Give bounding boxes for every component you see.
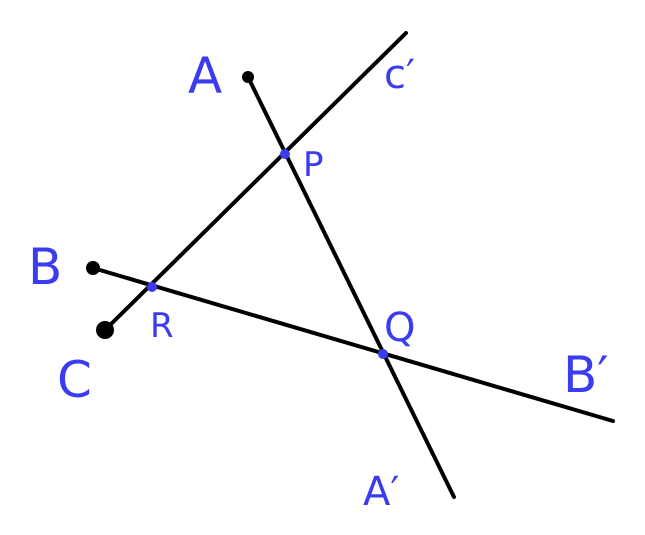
label-b-prime: B′ <box>563 346 609 404</box>
endpoint-b <box>86 261 100 275</box>
segment-a-a-prime <box>246 75 456 499</box>
segment-c-c-prime <box>103 31 408 332</box>
intersection-point-r <box>147 282 157 292</box>
endpoint-a <box>242 71 254 83</box>
segment-b-b-prime <box>91 266 615 423</box>
label-r: R <box>150 306 174 346</box>
label-b: B <box>28 238 62 296</box>
label-a: A <box>188 47 222 105</box>
intersection-point-p <box>280 149 290 159</box>
intersection-point-q <box>378 349 388 359</box>
label-a-prime: A′ <box>363 469 399 515</box>
label-c-prime: c′ <box>384 52 415 98</box>
label-c: C <box>57 351 92 409</box>
label-q: Q <box>384 305 415 351</box>
endpoint-c <box>96 321 114 339</box>
label-p: P <box>303 145 324 185</box>
